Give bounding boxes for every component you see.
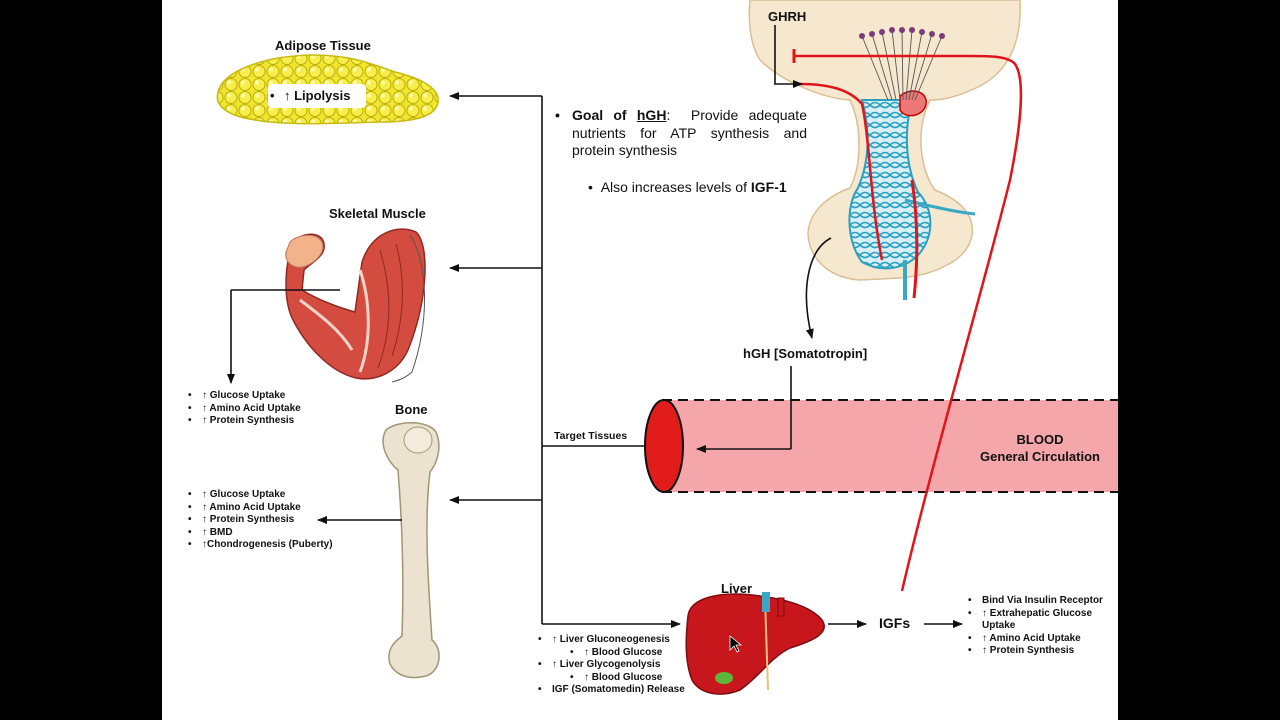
goal-of-hgh-text: • Goal of hGH: Provide adequate nutrient… [555,107,807,158]
adipose-effects-list: ↑ Lipolysis [268,88,350,103]
igf-effect-continued-text: Uptake [982,620,1016,631]
connector-lines [227,25,963,628]
pituitary-illustration [748,0,1021,300]
bone-effect: ↑ Glucose Uptake [186,489,333,502]
igf-effect: Bind Via Insulin Receptor [966,595,1103,608]
goal-colon: : [666,107,671,123]
liver-effect: ↑ Liver Glycogenolysis [536,659,685,672]
bone-illustration [382,422,440,679]
bone-effect: ↑ Amino Acid Uptake [186,502,333,515]
liver-effects-list: ↑ Liver Gluconeogenesis ↑ Blood Glucose … [536,634,685,697]
igf-effect: ↑ Protein Synthesis [966,645,1103,658]
muscle-effect: ↑ Protein Synthesis [186,415,301,428]
liver-effect: ↑ Liver Gluconeogenesis [536,634,685,647]
bone-effects-list: ↑ Glucose Uptake ↑ Amino Acid Uptake ↑ P… [186,489,333,552]
muscle-effects-list: ↑ Glucose Uptake ↑ Amino Acid Uptake ↑ P… [186,390,301,428]
muscle-effect: ↑ Glucose Uptake [186,390,301,403]
igfs-label: IGFs [879,615,911,631]
muscle-effect: ↑ Amino Acid Uptake [186,403,301,416]
igf1-note-text: Also increases levels of [600,179,747,195]
liver-sub-effect: ↑ Blood Glucose [536,672,685,685]
hgh-somatotropin-label: hGH [Somatotropin] [743,346,868,361]
target-tissues-label: Target Tissues [554,430,628,442]
liver-effect: IGF (Somatomedin) Release [536,684,685,697]
igf1-note-bold: IGF-1 [750,179,787,195]
adipose-title: Adipose Tissue [275,38,371,53]
liver-illustration [685,592,825,695]
blood-vessel [644,399,1118,493]
ghrh-label: GHRH [768,9,807,24]
adipose-effect: ↑ Lipolysis [268,88,350,103]
igf1-note: • Also increases levels of IGF-1 [588,179,787,195]
bone-title: Bone [395,402,428,417]
skeletal-muscle-illustration [285,228,426,383]
liver-sub-effect: ↑ Blood Glucose [536,647,685,660]
igf-effect: ↑ Amino Acid Uptake [966,633,1103,646]
bone-effect: ↑ BMD [186,527,333,540]
blood-label-line2: General Circulation [980,449,1100,464]
blood-label-line1: BLOOD [1016,432,1064,447]
igf-effect: ↑ Extrahepatic Glucose [966,608,1103,621]
bone-effect: ↑Chondrogenesis (Puberty) [186,539,333,552]
goal-description: Provide adequate nutrients for ATP synth… [572,107,807,158]
igf-effects-list: Bind Via Insulin Receptor ↑ Extrahepatic… [966,595,1103,658]
liver-title: Liver [721,581,753,596]
igf-effect-continued: Uptake [966,620,1103,633]
igf-feedback-line [792,49,1023,592]
goal-hormone: hGH [636,107,667,123]
goal-label: Goal of [572,107,627,123]
bone-effect: ↑ Protein Synthesis [186,514,333,527]
blood-label: BLOOD General Circulation [960,431,1120,465]
muscle-title: Skeletal Muscle [329,206,426,221]
